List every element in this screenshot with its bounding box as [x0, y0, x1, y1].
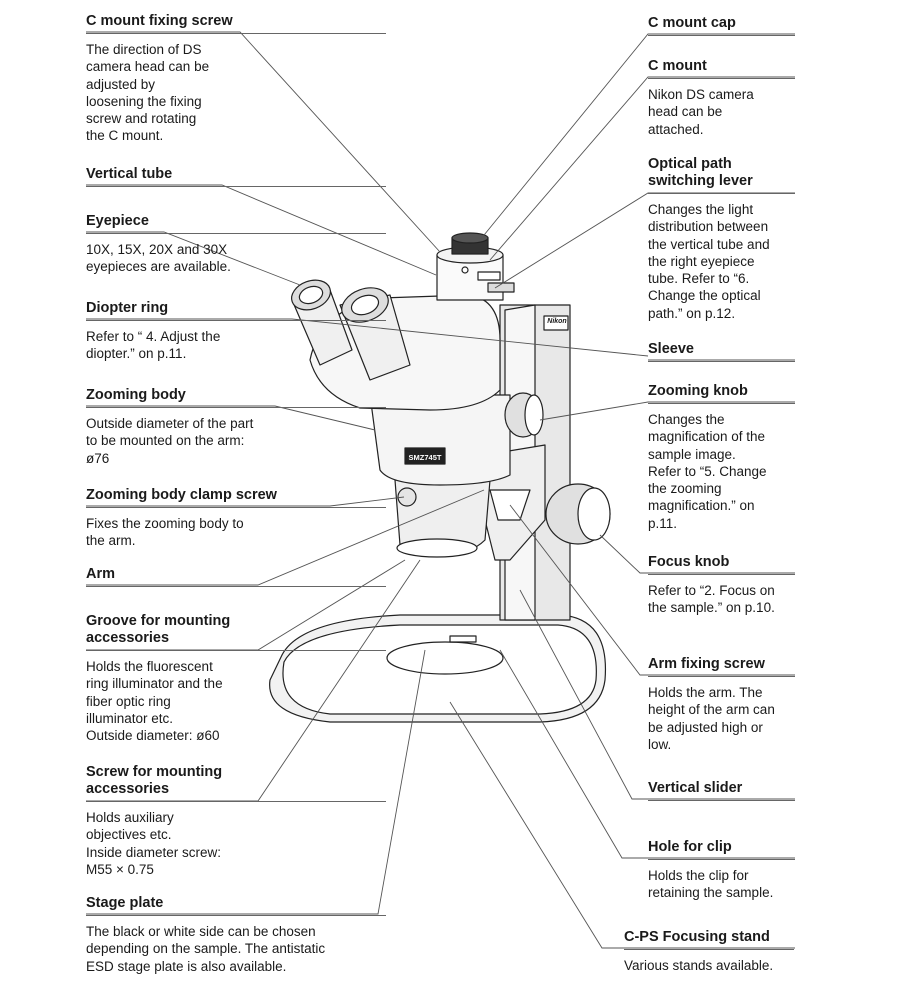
label-desc: Changes the light distribution between t… [648, 201, 795, 322]
label-eyepiece: Eyepiece 10X, 15X, 20X and 30X eyepieces… [86, 213, 386, 276]
label-title: Stage plate [86, 895, 386, 916]
label-vertical-slider: Vertical slider [648, 780, 795, 801]
label-desc: Refer to “ 4. Adjust the diopter.” on p.… [86, 328, 386, 363]
label-title: C-PS Focusing stand [624, 929, 794, 950]
logo-text: Nikon [547, 318, 566, 325]
label-desc: Holds auxiliary objectives etc. Inside d… [86, 809, 386, 878]
label-vertical-tube: Vertical tube [86, 166, 386, 187]
label-title: Vertical tube [86, 166, 386, 187]
label-title: Groove for mounting accessories [86, 613, 386, 651]
label-title: Diopter ring [86, 300, 386, 321]
label-title: Zooming knob [648, 383, 795, 404]
label-title: Screw for mounting accessories [86, 764, 386, 802]
label-desc: The direction of DS camera head can be a… [86, 41, 386, 145]
label-c-mount-cap: C mount cap [648, 15, 795, 36]
label-desc: Various stands available. [624, 957, 794, 974]
label-desc: Changes the magnification of the sample … [648, 411, 795, 532]
label-arm-fixing-screw: Arm fixing screw Holds the arm. The heig… [648, 656, 795, 753]
label-desc: Holds the fluorescent ring illuminator a… [86, 658, 386, 744]
label-title: Vertical slider [648, 780, 795, 801]
label-optical-path-switching-lever: Optical path switching lever Changes the… [648, 156, 795, 322]
label-focus-knob: Focus knob Refer to “2. Focus on the sam… [648, 554, 795, 617]
label-desc: Holds the clip for retaining the sample. [648, 867, 795, 902]
label-desc: Holds the arm. The height of the arm can… [648, 684, 795, 753]
label-title: Hole for clip [648, 839, 795, 860]
model-text: SMZ745T [409, 453, 442, 462]
label-sleeve: Sleeve [648, 341, 795, 362]
label-desc: 10X, 15X, 20X and 30X eyepieces are avai… [86, 241, 386, 276]
label-title: Sleeve [648, 341, 795, 362]
label-desc: Refer to “2. Focus on the sample.” on p.… [648, 582, 795, 617]
label-zooming-body: Zooming body Outside diameter of the par… [86, 387, 386, 467]
label-zooming-body-clamp-screw: Zooming body clamp screw Fixes the zoomi… [86, 487, 386, 550]
label-hole-for-clip: Hole for clip Holds the clip for retaini… [648, 839, 795, 902]
label-title: Zooming body [86, 387, 386, 408]
label-diopter-ring: Diopter ring Refer to “ 4. Adjust the di… [86, 300, 386, 363]
label-title: Zooming body clamp screw [86, 487, 386, 508]
label-c-mount: C mount Nikon DS camera head can be atta… [648, 58, 795, 138]
label-desc: Outside diameter of the part to be mount… [86, 415, 386, 467]
label-desc: Fixes the zooming body to the arm. [86, 515, 386, 550]
label-title: C mount fixing screw [86, 13, 386, 34]
label-c-ps-focusing-stand: C-PS Focusing stand Various stands avail… [624, 929, 794, 974]
label-title: C mount cap [648, 15, 795, 36]
label-desc: Nikon DS camera head can be attached. [648, 86, 795, 138]
label-c-mount-fixing-screw: C mount fixing screw The direction of DS… [86, 13, 386, 145]
stage-plate [387, 642, 503, 674]
label-title: C mount [648, 58, 795, 79]
label-screw-for-mounting-accessories: Screw for mounting accessories Holds aux… [86, 764, 386, 878]
label-arm: Arm [86, 566, 386, 587]
label-title: Focus knob [648, 554, 795, 575]
logo: Nikon [545, 315, 569, 329]
label-groove-for-mounting-accessories: Groove for mounting accessories Holds th… [86, 613, 386, 744]
label-zooming-knob: Zooming knob Changes the magnification o… [648, 383, 795, 532]
label-desc: The black or white side can be chosen de… [86, 923, 386, 975]
label-stage-plate: Stage plate The black or white side can … [86, 895, 386, 975]
label-title: Arm fixing screw [648, 656, 795, 677]
label-title: Arm [86, 566, 386, 587]
label-title: Optical path switching lever [648, 156, 795, 194]
label-title: Eyepiece [86, 213, 386, 234]
